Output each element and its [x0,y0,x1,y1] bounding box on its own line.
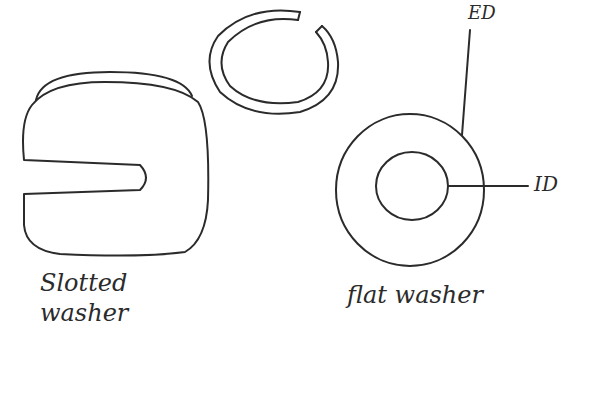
leader-line [462,30,470,135]
split-ring-inner [221,19,328,103]
split-ring-gap [298,12,322,32]
part-label: flat washer [345,280,529,310]
slotted-washer-rim [36,72,192,100]
part-label: ED [466,2,498,25]
part-label: ID [532,172,560,197]
leader-line [448,185,528,187]
flat-washer-outer [336,114,484,266]
split-ring [209,10,338,113]
slotted-washer [23,82,208,256]
flat-washer-inner [376,152,448,220]
part-label: Slotted washer [38,268,162,328]
